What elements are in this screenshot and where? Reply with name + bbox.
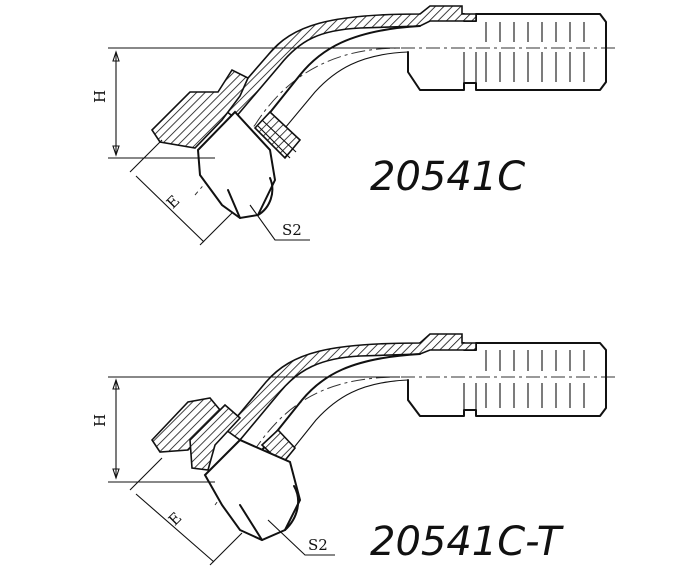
dimension-S2-label: S2 <box>308 536 328 554</box>
dimension-lines <box>108 47 400 246</box>
dimension-H-label: H <box>91 414 109 427</box>
dimension-E-label: E <box>163 192 183 212</box>
fitting-drawing-20541C-T: H E S2 20541C-T <box>91 333 615 566</box>
part-number-label: 20541C-T <box>370 519 565 565</box>
part-number-label: 20541C <box>370 154 525 200</box>
dimension-lines <box>108 376 400 566</box>
swivel-nut <box>150 68 302 220</box>
fitting-drawing-20541C: H E S2 20541C <box>91 5 615 246</box>
dimension-E-label: E <box>165 509 185 529</box>
swivel-nut <box>150 397 302 542</box>
dimension-H-label: H <box>91 90 109 103</box>
hose-tail <box>407 342 607 417</box>
dimension-S2-label: S2 <box>282 221 302 239</box>
hose-tail <box>407 13 607 91</box>
elbow-body <box>220 5 477 141</box>
elbow-body <box>224 333 477 466</box>
